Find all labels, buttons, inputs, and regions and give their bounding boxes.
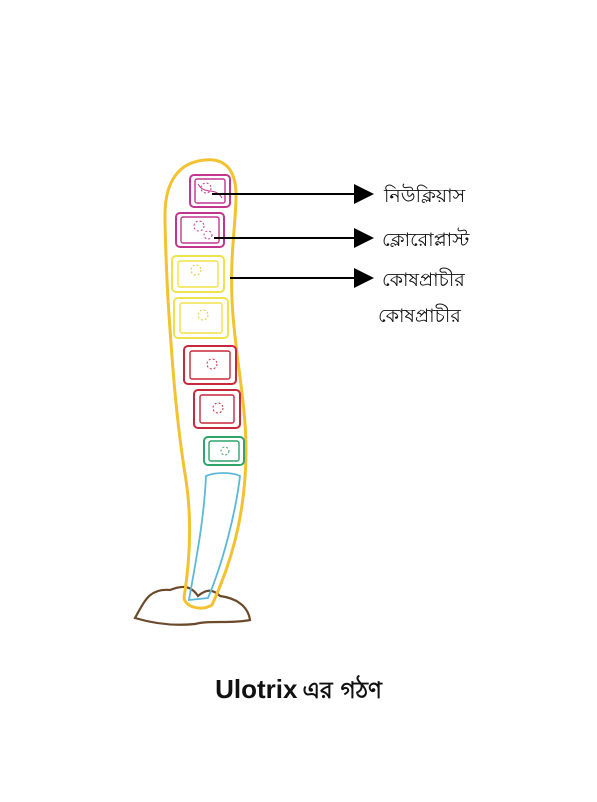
cell-chloroplast xyxy=(175,212,225,248)
caption-suffix: এর গঠণ xyxy=(302,678,382,704)
cell-red-1 xyxy=(183,345,237,385)
cell-yellow-2 xyxy=(173,297,229,339)
caption-genus: Ulotrix xyxy=(215,674,298,704)
holdfast-cell xyxy=(187,472,241,602)
label-cell-wall-2: কোষপ্রাচীর xyxy=(378,305,461,327)
diagram-caption: Ulotrix এর গঠণ xyxy=(0,672,597,711)
substrate xyxy=(133,585,252,626)
filament-sheath xyxy=(163,158,248,610)
label-nucleus: নিউক্লিয়াস xyxy=(384,185,466,207)
cell-red-2 xyxy=(193,389,241,429)
label-chloroplast: ক্লোরোপ্লাস্ট xyxy=(382,229,470,251)
cell-nucleus xyxy=(189,174,231,208)
cell-yellow-1 xyxy=(171,255,225,293)
cell-green xyxy=(203,436,245,466)
label-cell-wall-1: কোষপ্রাচীর xyxy=(382,269,465,291)
